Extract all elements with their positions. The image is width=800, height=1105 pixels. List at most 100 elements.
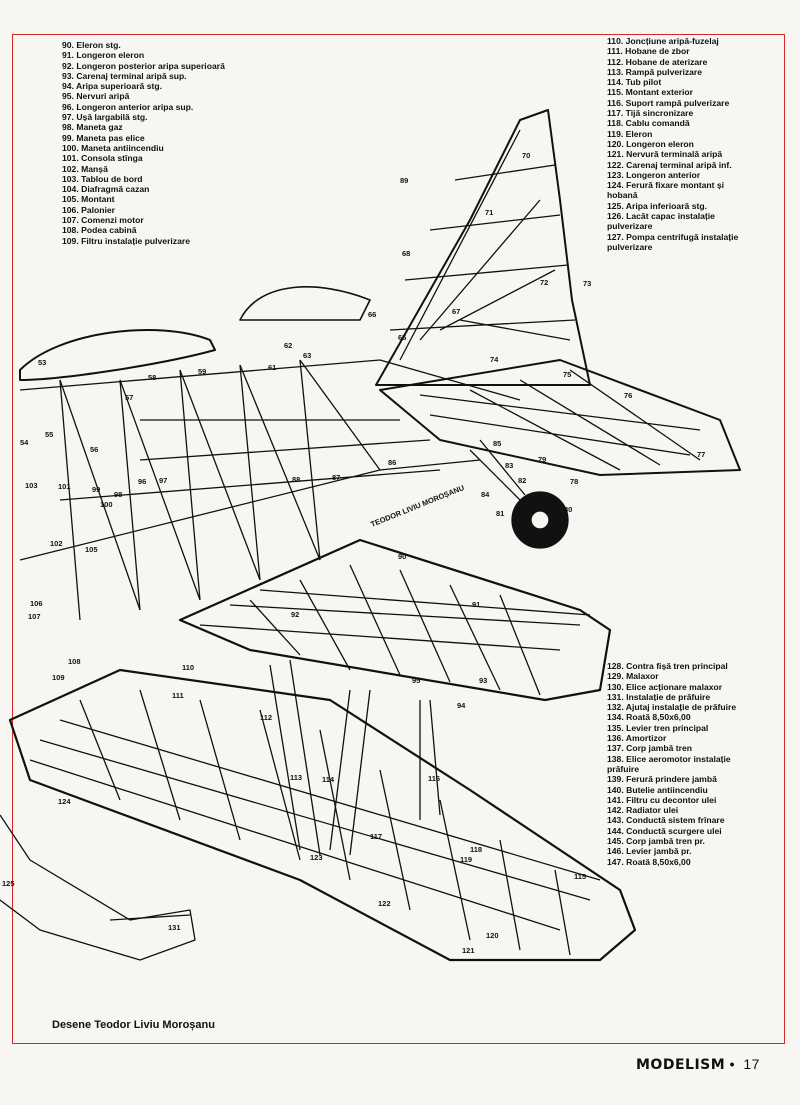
callout: 102 [50,539,63,548]
legend-item: 115. Montant exterior [607,87,693,98]
legend-item: 97. Ușă largabilă stg. [62,112,148,123]
legend-item: 101. Consola stînga [62,153,143,164]
callout: 53 [38,358,46,367]
callout: 110 [182,663,194,672]
callout: 123 [310,853,323,862]
magazine-name: MODELISM [636,1057,726,1073]
legend-item: 113. Rampă pulverizare [607,66,703,77]
legend-item: 91. Longeron eleron [62,50,145,61]
legend-item: 145. Corp jambă tren pr. [607,836,705,847]
legend-item: 143. Conductă sistem frînare [607,815,725,826]
legend-item: 129. Malaxor [607,671,659,682]
legend-item: 146. Levier jambă pr. [607,846,692,857]
legend-item: 121. Nervură terminală aripă [607,149,723,160]
legend-item: 96. Longeron anterior aripa sup. [62,101,194,112]
callout: 86 [388,458,396,467]
callout: 131 [168,923,181,932]
callout: 96 [138,477,146,486]
legend-item: 118. Cablu comandă [607,118,690,129]
callout: 114 [322,775,335,784]
legend-item: 109. Filtru instalație pulverizare [62,235,190,246]
legend-item: 139. Ferură prindere jambă [607,774,717,785]
callout: 107 [28,612,41,621]
drawing-signature: TEODOR LIVIU MOROȘANU [369,483,465,529]
legend-item: 126. Lacăt capac instalație pulverizare [607,211,715,232]
callout: 55 [45,430,53,439]
callout: 95 [412,676,420,685]
callout: 79 [538,455,546,464]
callout: 83 [505,461,513,470]
legend-item: 99. Maneta pas elice [62,132,145,143]
callout: 101 [58,482,71,491]
legend-item: 125. Aripa inferioară stg. [607,200,707,211]
callout: 57 [125,393,133,402]
legend-item: 138. Elice aeromotor instalație prăfuire [607,753,731,774]
callout: 93 [479,676,487,685]
callout: 124 [58,797,71,806]
legend-item: 112. Hobane de aterizare [607,56,708,67]
callout: 76 [624,391,632,400]
legend-item: 123. Longeron anterior [607,169,701,180]
legend-item: 100. Maneta antiincendiu [62,142,164,153]
page-number: 17 [743,1056,760,1072]
callout: 112 [260,713,272,722]
legend-item: 106. Palonier [62,204,116,215]
legend-item: 94. Aripa superioară stg. [62,81,162,92]
legend-item: 142. Radiator ulei [607,805,679,816]
callout: 84 [481,490,490,499]
legend-item: 102. Manșă [62,163,108,174]
callout: 105 [85,545,98,554]
callout: 106 [30,599,43,608]
legend-left: 90. Eleron stg. 91. Longeron eleron 92. … [46,40,226,246]
callout: 113 [290,773,302,782]
legend-item: 144. Conductă scurgere ulei [607,825,722,836]
legend-item: 127. Pompa centrifugă instalație pulveri… [607,231,739,252]
callout: 75 [563,370,571,379]
legend-item: 122. Carenaj terminal aripă inf. [607,159,732,170]
callout: 82 [518,476,526,485]
legend-item: 134. Roată 8,50x6,00 [607,712,691,723]
callout: 97 [159,476,167,485]
legend-item: 135. Levier tren principal [607,722,709,733]
legend-item: 137. Corp jambă tren [607,743,693,754]
callout: 98 [114,490,122,499]
callout: 63 [303,351,311,360]
callout: 117 [370,832,382,841]
legend-item: 110. Joncțiune aripă-fuzelaj [607,36,719,46]
legend-item: 104. Diafragmă cazan [62,184,150,195]
legend-right-bottom: 128. Contra fișă tren principal 129. Mal… [591,661,761,867]
callout: 61 [268,363,276,372]
legend-item: 90. Eleron stg. [62,40,121,50]
legend-item: 98. Maneta gaz [62,122,123,133]
legend-item: 131. Instalație de prăfuire [607,691,711,702]
callout: 74 [490,355,499,364]
legend-item: 120. Longeron eleron [607,138,694,149]
footer-bullet: • [729,1056,735,1072]
callout: 54 [20,438,29,447]
callout: 94 [457,701,466,710]
callout: 80 [564,505,572,514]
callout: 87 [332,473,340,482]
callout: 70 [522,151,530,160]
callout: 68 [402,249,410,258]
legend-item: 103. Tablou de bord [62,173,143,184]
callout: 103 [25,481,38,490]
legend-item: 117. Tijă sincronizare [607,108,694,119]
legend-item: 108. Podea cabină [62,225,137,236]
legend-item: 147. Roată 8,50x6,00 [607,856,691,867]
callout: 65 [398,333,406,342]
callout: 120 [486,931,499,940]
legend-item: 92. Longeron posterior aripa superioară [62,60,225,71]
legend-item: 124. Ferură fixare montant și hobană [607,180,725,201]
callout: 122 [378,899,391,908]
page-footer: MODELISM • 17 [636,1056,760,1073]
legend-item: 128. Contra fișă tren principal [607,661,728,671]
callout: 115 [574,872,586,881]
callout: 90 [398,552,406,561]
legend-item: 107. Comenzi motor [62,215,144,226]
legend-item: 116. Suport rampă pulverizare [607,97,730,108]
legend-item: 132. Ajutaj instalație de prăfuire [607,702,737,713]
callout: 99 [92,485,100,494]
legend-right-top: 110. Joncțiune aripă-fuzelaj 111. Hobane… [591,36,756,252]
drawing-credit: Desene Teodor Liviu Moroșanu [52,1019,215,1031]
